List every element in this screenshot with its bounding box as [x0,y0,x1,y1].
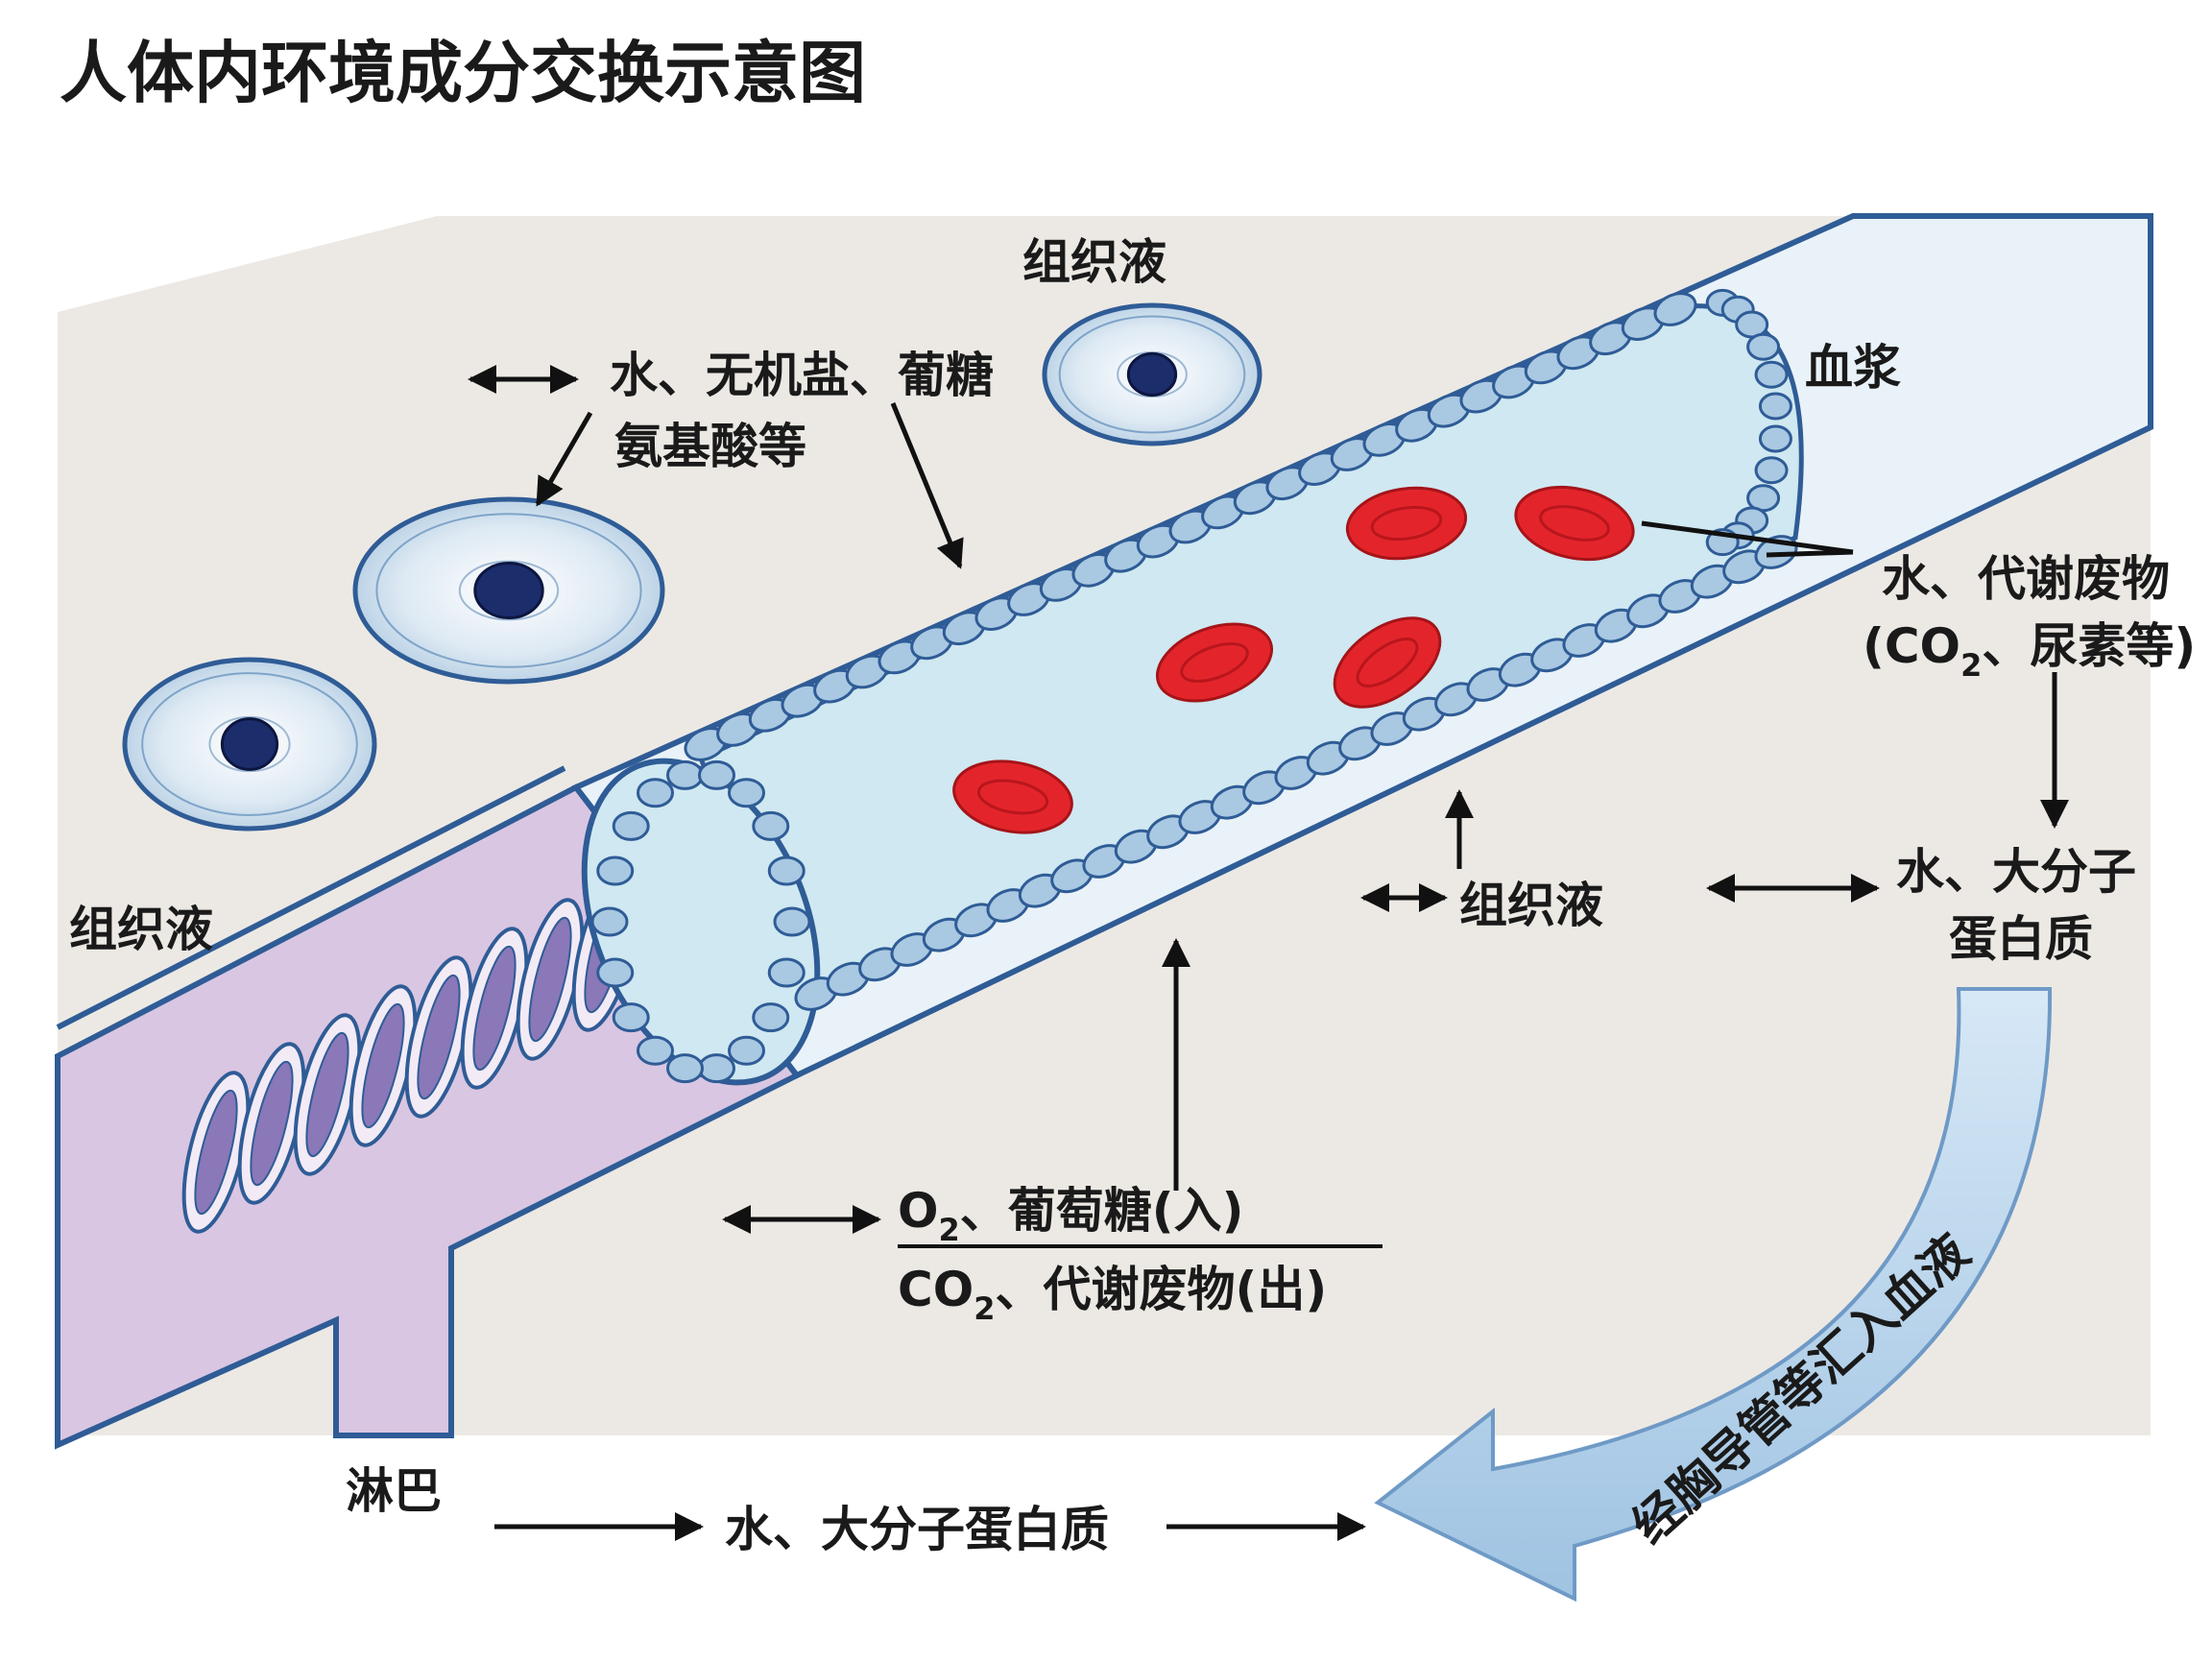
endothelial-cell [596,957,635,988]
endothelial-cell [1758,424,1792,453]
label-gas-out: CO2、代谢废物(出) [898,1262,1327,1327]
lower-white-region [58,1435,2151,1608]
tissue-cell-membrane [1058,315,1246,434]
label-macro-line1: 水、大分子 [1896,844,2136,900]
arrow-nutrient-to-capillary [890,402,964,569]
arrow-nutrient-to-cell [535,411,593,507]
endothelial-cell [1653,292,1697,326]
red-blood-cell [1514,486,1635,561]
lymph-valve-inner [250,1060,294,1187]
endothelial-cell [767,957,805,988]
red-blood-cell-center [1356,638,1419,687]
endothelial-cell [1746,332,1781,361]
endothelial-cell [697,759,735,790]
endothelial-cell [697,1053,735,1084]
tissue-cell-membrane [141,672,358,816]
red-blood-cell-center [1370,505,1443,542]
endothelial-cell [637,1035,674,1066]
label-gas-out-rest: 、代谢废物(出) [995,1262,1327,1317]
label-lymph: 淋巴 [346,1463,442,1519]
endothelial-cell [752,1002,790,1033]
endothelial-cell [767,856,805,886]
lymph-valve-inner [305,1031,349,1158]
tissue-cell-cytoplasm-ring [208,715,291,773]
endothelial-cell [1754,360,1789,389]
label-tissue-fluid-left: 组织液 [69,902,213,957]
label-waste-close: 、尿素等) [1982,618,2196,674]
arrow-waste-from-wall [1766,549,1854,558]
label-nutrients-line1: 水、无机盐、葡糖 [610,348,994,403]
lymph-valve-inner [528,916,572,1043]
endothelial-cell [612,810,650,841]
endothelial-cell [637,778,674,808]
red-blood-cell-center [976,779,1049,815]
label-lymph-flow: 水、大分子蛋白质 [725,1502,1109,1557]
red-blood-cell-center [1539,505,1610,542]
thoracic-duct-arrow [1374,987,2053,1603]
lymph-valve-inner [361,1002,405,1129]
lymph-vessel-rim [56,765,566,1030]
tissue-cells [122,302,1262,832]
red-blood-cell-center [1180,642,1249,683]
red-blood-cell [1155,622,1274,703]
label-plasma: 血浆 [1805,340,1901,396]
endothelial-cell [728,778,765,808]
label-tissue-fluid-top: 组织液 [1022,234,1166,290]
label-gas-in: O2、葡萄糖(入) [898,1183,1243,1248]
arrow-waste-from-rbc [1641,520,1854,555]
endothelial-cell [666,759,705,790]
endothelial-cells [590,288,1798,1084]
capillary [571,213,2153,1086]
label-gas-in-prefix: O [898,1183,939,1239]
tissue-cell-nucleus [220,717,279,771]
endothelial-cell [1758,392,1792,421]
label-nutrients-line2: 氨基酸等 [614,419,806,474]
capillary-opening [581,758,821,1086]
label-gas-in-sub: 2 [939,1212,960,1248]
endothelial-cell [596,856,635,886]
endothelial-cell [1754,456,1789,485]
red-blood-cell [1345,486,1468,561]
lymph-valve-inner [417,974,461,1100]
label-gas-in-rest: 、葡萄糖(入) [960,1183,1244,1239]
label-waste-line2: (CO2、尿素等) [1863,618,2196,684]
label-gas-out-prefix: CO [898,1262,974,1317]
red-blood-cell [952,759,1073,834]
endothelial-cell [666,1053,705,1084]
label-macro-line2: 蛋白质 [1949,911,2093,967]
diagram-title: 人体内环境成分交换示意图 [60,34,866,112]
label-waste-sub: 2 [1960,647,1982,684]
tissue-cell-membrane [375,513,642,668]
lymph-valve-inner [472,945,517,1072]
lymph-valve-inner [194,1089,238,1216]
label-waste-line1: 水、代谢废物 [1882,551,2170,607]
endothelial-cell [590,906,629,937]
red-blood-cells [952,486,1635,834]
tissue-cell-cytoplasm-ring [458,560,560,621]
endothelial-cell [728,1035,765,1066]
endothelial-cell [612,1002,650,1033]
tissue-cell-nucleus [473,562,544,619]
endothelial-cell [773,906,811,937]
label-tissue-fluid-right: 组织液 [1459,878,1603,933]
label-waste-open: (CO [1863,618,1960,674]
arrows [468,365,2069,1541]
tissue-cell-nucleus [1126,351,1178,398]
endothelial-cell [752,810,790,841]
label-gas-out-sub: 2 [974,1290,995,1327]
